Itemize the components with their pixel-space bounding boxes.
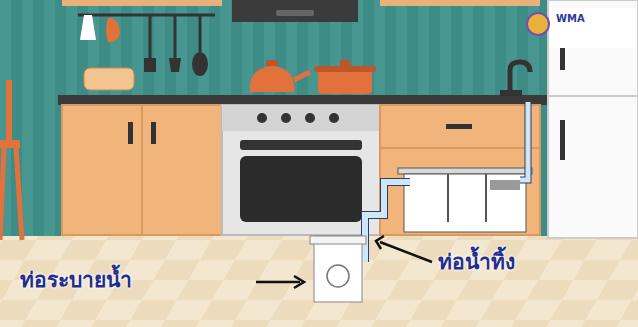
drain-pipe-label: ท่อระบายน้ำ — [20, 268, 132, 293]
logo-text: WMA — [556, 14, 585, 24]
waste-pipe-label: ท่อน้ำทิ้ง — [438, 250, 515, 275]
